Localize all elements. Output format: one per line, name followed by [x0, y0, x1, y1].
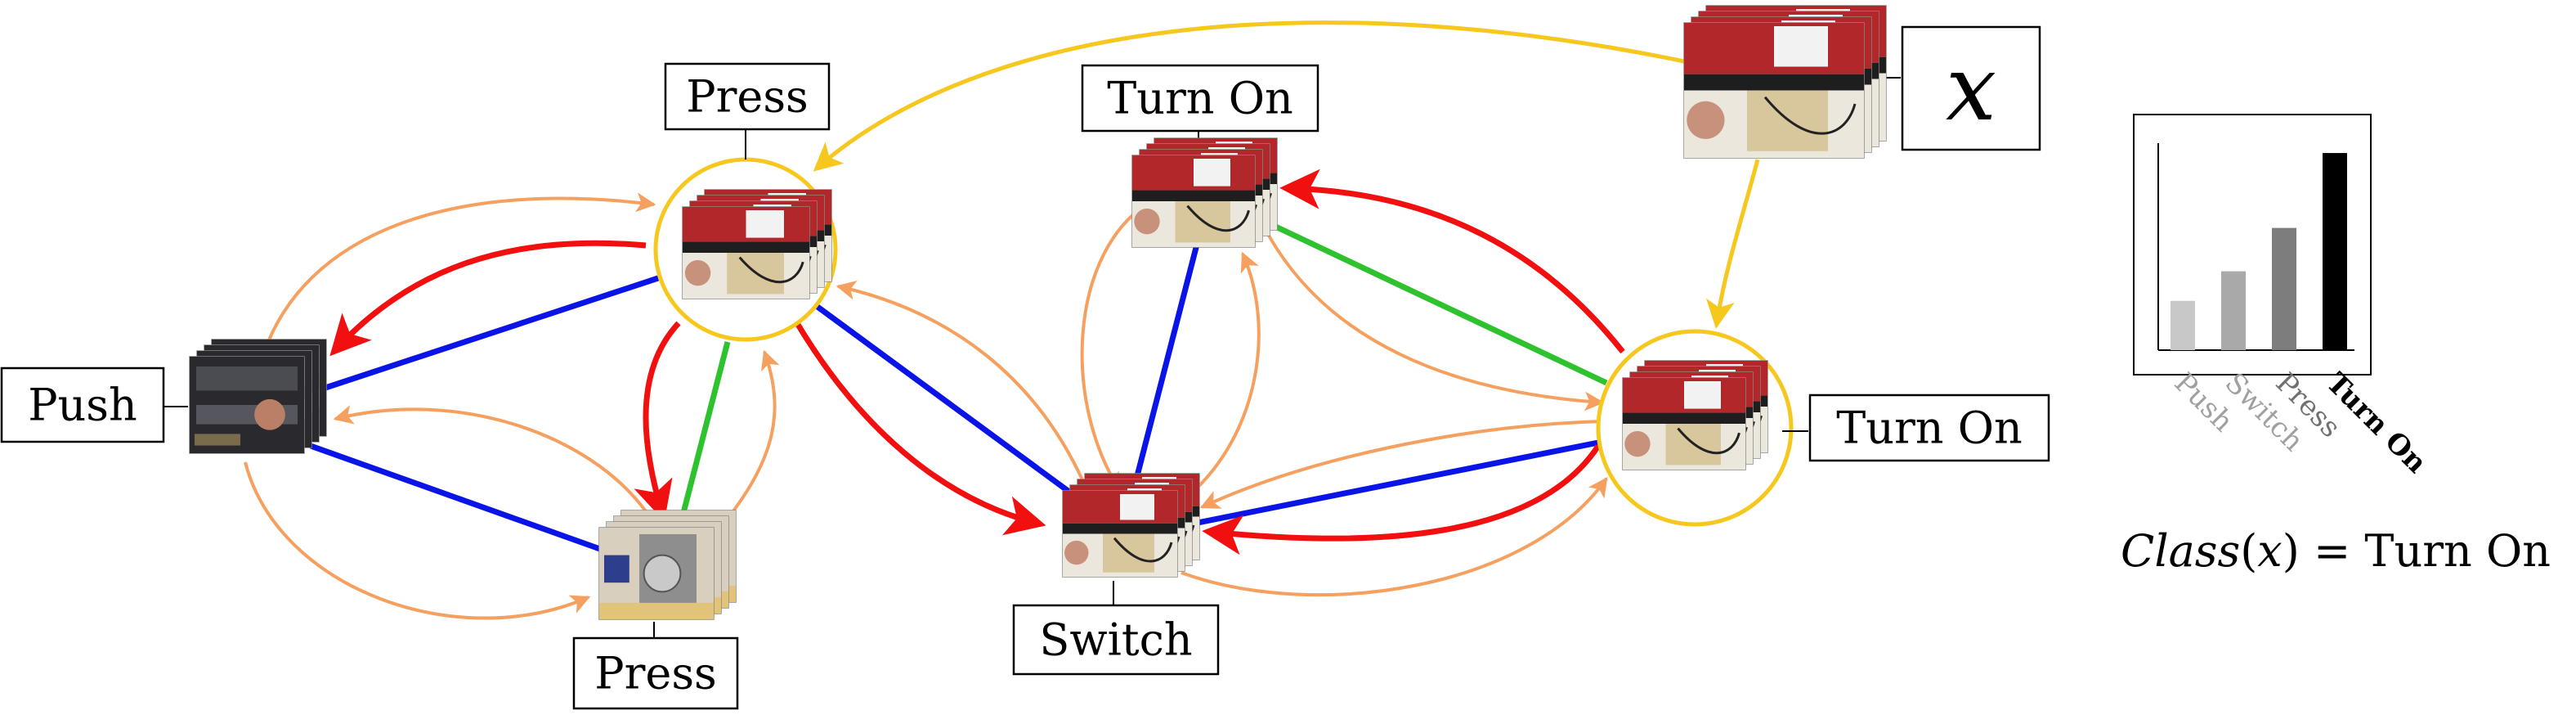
label-query: x [1901, 25, 2041, 151]
edge-switch-to-turn-on-top [1188, 251, 1261, 497]
green-edges [675, 214, 1608, 533]
edge-blue-press-top-switch [815, 304, 1082, 501]
thumbnail-push [189, 339, 327, 454]
thumbnail-query [1683, 5, 1887, 159]
blue-edges [309, 241, 1603, 555]
thumbnail-press-bottom [598, 510, 737, 620]
edge-turn-on-top-to-turn-on-right [1261, 224, 1605, 411]
label-text: Press [686, 71, 809, 123]
edge-red-turn-on-right-to-turn-on-top [1279, 169, 1625, 354]
edge-green-press-top-press-bottom [675, 341, 731, 533]
thumbnail-frame [1683, 22, 1865, 159]
edge-red-press-top-to-switch [794, 322, 1046, 536]
thumbnail-turn-on-top [1131, 137, 1278, 248]
edge-press-bottom-to-push [333, 405, 647, 513]
edge-push-to-press-bottom [244, 461, 591, 620]
thumbnail-frame [1131, 155, 1256, 248]
label-text: Turn On [1836, 402, 2023, 454]
edge-switch-to-turn-on-right [1180, 477, 1608, 597]
label-turn-on-right: Turn On [1808, 393, 2050, 462]
edge-blue-switch-turn-on-right [1172, 438, 1603, 531]
class-value: Turn On [2364, 525, 2551, 577]
label-text: Push [28, 380, 137, 431]
label-box [1081, 64, 1319, 133]
class-result: Class(x) = Turn On [2121, 525, 2551, 577]
orange-edges [244, 192, 1608, 620]
edge-green-turn-on-top-turn-on-right [1253, 214, 1608, 386]
thumbnail-press-top [682, 189, 832, 299]
edge-red-turn-on-right-to-switch [1202, 444, 1601, 555]
label-text: Switch [1039, 614, 1192, 666]
label-box [1012, 604, 1220, 676]
label-text: x [1946, 36, 1996, 141]
edge-turn-on-top-to-switch [1080, 207, 1142, 493]
edge-yellow-query-to-turn-on-right [1705, 159, 1760, 329]
thumbnail-frame [682, 206, 810, 299]
bar-turn-on [2323, 153, 2347, 350]
label-box [0, 366, 165, 443]
label-connectors [162, 77, 1901, 638]
label-turn-on-top: Turn On [1081, 64, 1319, 133]
label-press-top: Press [664, 62, 831, 131]
label-text: Press [594, 648, 717, 699]
edge-press-bottom-to-press-top [722, 349, 780, 525]
label-box [664, 62, 831, 131]
thumbnail-frame [1622, 377, 1746, 470]
class-equals: = [2314, 525, 2350, 577]
edge-blue-push-press-bottom [309, 443, 611, 555]
edge-push-to-press-top [260, 192, 656, 361]
class-function: Class [2121, 525, 2240, 577]
edge-blue-press-top-push [321, 275, 660, 392]
label-box [1901, 25, 2041, 151]
red-edges [329, 169, 1625, 555]
edge-turn-on-right-to-switch [1199, 420, 1603, 509]
thumbnail-frame [189, 356, 305, 454]
thumbnail-stacks [189, 5, 1887, 620]
chart-bars [2171, 153, 2347, 350]
label-push: Push [0, 366, 165, 443]
thumbnail-switch [1062, 473, 1200, 578]
label-text: Turn On [1107, 73, 1293, 124]
edge-yellow-query-to-press-top [813, 20, 1685, 172]
bar-label: Push [2168, 366, 2240, 438]
class-arg: x [2257, 525, 2282, 577]
bar-switch [2221, 271, 2246, 350]
edge-switch-to-press-top [836, 280, 1089, 492]
bar-press [2272, 227, 2296, 350]
yellow-edges [813, 20, 1760, 329]
thumbnail-frame [1062, 490, 1178, 578]
label-switch: Switch [1012, 604, 1220, 676]
thumbnail-frame [598, 527, 715, 620]
label-press-bottom: Press [572, 636, 739, 710]
edge-blue-switch-turn-on-top [1129, 241, 1201, 496]
label-box [1808, 393, 2050, 462]
bar-push [2171, 300, 2195, 350]
label-box [572, 636, 739, 710]
edge-red-press-top-to-push [329, 240, 647, 357]
edge-red-press-top-to-press-bottom [634, 321, 681, 522]
thumbnail-turn-on-right [1622, 360, 1768, 470]
